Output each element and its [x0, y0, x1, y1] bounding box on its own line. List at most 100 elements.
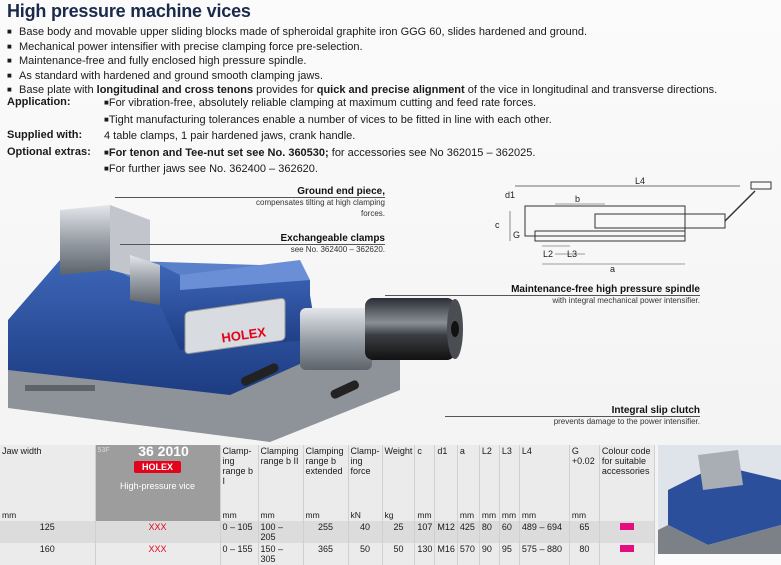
dimension-drawing: d1 b L4 c G L2 L3 a [495, 176, 772, 274]
colour-swatch [619, 523, 634, 530]
table-cell: 365 [303, 543, 349, 565]
drawing-label: b [575, 194, 580, 204]
col-header: Clamp-ing force [348, 445, 383, 509]
drawing-label: d1 [505, 190, 515, 200]
optional-text: for accessories see No 362015 – 362025. [328, 146, 536, 159]
table-row: 125 XXX 0 – 105 100 – 205 255 40 25 107 … [0, 521, 656, 543]
table-cell: M12 [434, 521, 458, 543]
feature-item: Maintenance-free and fully enclosed high… [7, 54, 717, 69]
callout-slip-clutch: Integral slip clutch prevents damage to … [520, 405, 700, 427]
jaw-width-cell: 160 [0, 543, 96, 565]
application-label: Application: [7, 96, 71, 108]
feature-text: Base plate with [19, 84, 97, 96]
colour-code-cell [599, 521, 656, 543]
feature-list: Base body and movable upper sliding bloc… [7, 25, 717, 98]
callout-title: Exchangeable clamps [280, 233, 386, 244]
col-header: Jaw width [0, 445, 96, 509]
drawing-label: G [513, 230, 520, 240]
col-header: Clamping range b extended [303, 445, 349, 509]
unit-cell: mm [457, 509, 480, 521]
feature-item: Base body and movable upper sliding bloc… [7, 25, 717, 40]
vice-illustration: HOLEX [8, 205, 463, 442]
unit-cell: mm [220, 509, 259, 521]
table-cell: 95 [499, 543, 520, 565]
unit-cell: mm [414, 509, 436, 521]
table-row: 160 XXX 0 – 155 150 – 305 365 50 50 130 … [0, 543, 656, 565]
table-cell: 80 [569, 543, 600, 565]
table-cell: 489 – 694 [519, 521, 570, 543]
optional-line: For further jaws see No. 362400 – 362620… [104, 161, 318, 178]
col-header: L3 [499, 445, 520, 509]
feature-emphasis: longitudinal and cross tenons [96, 84, 254, 96]
unit-cell: mm [303, 509, 349, 521]
tab-code: 53F [97, 447, 110, 454]
table-cell: 40 [348, 521, 383, 543]
col-header: Weight [382, 445, 416, 509]
table-cell: 65 [569, 521, 600, 543]
vice-photo-thumbnail [658, 445, 781, 554]
brand-logo: HOLEX [133, 461, 181, 473]
vice-brand-label: HOLEX [221, 324, 268, 345]
col-header: G +0.02 [569, 445, 600, 509]
table-cell: 0 – 105 [220, 521, 259, 543]
drawing-label: c [495, 220, 500, 230]
feature-item: Base plate with longitudinal and cross t… [7, 83, 717, 98]
table-cell: 25 [382, 521, 416, 543]
spec-meta: Application:For vibration-free, absolute… [7, 95, 552, 178]
drawing-label: L3 [567, 249, 577, 259]
table-header-row: Jaw width 53F 36 2010 HOLEX High-pressure… [0, 443, 656, 509]
unit-cell: mm [479, 509, 500, 521]
optional-line: For tenon and Tee-nut set see No. 360530… [104, 145, 536, 162]
callout-jaws: Exchangeable clamps see No. 362400 – 362… [230, 233, 386, 255]
callout-spindle: Maintenance-free high pressure spindle w… [470, 284, 700, 306]
callout-text: with integral mechanical power intensifi… [552, 296, 700, 305]
article-header: 53F 36 2010 HOLEX High-pressure vice [95, 443, 221, 509]
unit-cell: mm [569, 509, 600, 521]
callout-text: compensates tilting at high clamping for… [256, 198, 385, 218]
unit-cell: mm [0, 509, 96, 521]
table-cell: 60 [499, 521, 520, 543]
unit-cell: mm [519, 509, 570, 521]
table-cell: 100 – 205 [258, 521, 304, 543]
col-header: L4 [519, 445, 570, 509]
col-header: L2 [479, 445, 500, 509]
unit-cell [599, 509, 656, 521]
application-line: Tight manufacturing tolerances enable a … [104, 112, 552, 129]
table-cell: 0 – 155 [220, 543, 259, 565]
table-cell: 570 [457, 543, 480, 565]
drawing-label: L4 [635, 176, 645, 186]
colour-code-cell [599, 543, 656, 565]
supplied-text: 4 table clamps, 1 pair hardened jaws, cr… [104, 130, 356, 142]
optional-label: Optional extras: [7, 145, 91, 158]
table-cell: 90 [479, 543, 500, 565]
feature-text: provides for [253, 84, 317, 96]
table-cell: 50 [382, 543, 416, 565]
order-code-cell[interactable]: XXX [95, 543, 221, 565]
callout-text: prevents damage to the power intensifier… [553, 417, 700, 426]
spec-table: Jaw width 53F 36 2010 HOLEX High-pressure… [0, 443, 656, 565]
callout-text: see No. 362400 – 362620. [290, 245, 385, 254]
table-cell: 130 [414, 543, 436, 565]
callout-title: Ground end piece, [297, 186, 385, 197]
unit-cell: mm [499, 509, 520, 521]
article-number: 36 2010 [138, 443, 189, 459]
product-name: High-pressure vice [119, 481, 196, 491]
col-header: Clamping range b II [258, 445, 304, 509]
callout-ground-end: Ground end piece, compensates tilting at… [230, 186, 385, 219]
table-cell: 425 [457, 521, 480, 543]
feature-item: As standard with hardened and ground smo… [7, 69, 717, 84]
units-row: mm mm mm mm kN kg mm mm mm mm mm mm [0, 509, 656, 521]
table-cell: 80 [479, 521, 500, 543]
unit-cell [95, 509, 221, 521]
table-cell: 107 [414, 521, 436, 543]
jaw-width-cell: 125 [0, 521, 96, 543]
order-code-cell[interactable]: XXX [95, 521, 221, 543]
table-cell: 150 – 305 [258, 543, 304, 565]
optional-emphasis: For tenon and Tee-nut set see No. 360530… [108, 146, 329, 159]
table-cell: 255 [303, 521, 349, 543]
callout-title: Maintenance-free high pressure spindle [511, 284, 700, 295]
colour-swatch [619, 545, 634, 552]
table-cell: M16 [434, 543, 458, 565]
unit-cell: mm [258, 509, 304, 521]
col-header-jaw-width: Jaw width [2, 446, 42, 456]
